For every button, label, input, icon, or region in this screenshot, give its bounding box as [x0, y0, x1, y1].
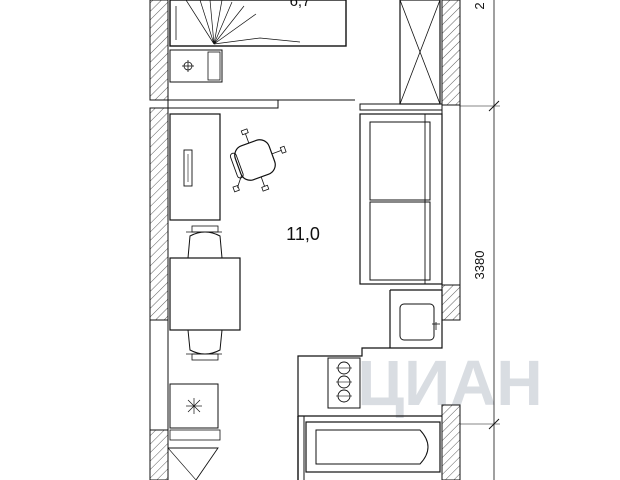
dining-set [169, 225, 241, 361]
left-wall [149, 0, 169, 480]
desk [169, 113, 221, 221]
wardrobe [399, 0, 441, 105]
kitchen-counter [297, 289, 443, 417]
office-chair [229, 128, 287, 193]
right-wall [441, 0, 461, 480]
bed: 6,7 [169, 0, 347, 47]
room-area-label: 11,0 [286, 224, 320, 244]
partial-area-label: 6,7 [290, 0, 311, 10]
entry-cabinet [169, 383, 221, 441]
sofa [359, 113, 443, 285]
entry-door [167, 447, 219, 480]
dimension-line: 3380 2 [460, 0, 500, 480]
bathroom [297, 416, 441, 480]
dimension-vertical-label: 3380 [472, 251, 487, 280]
dimension-top-label: 2 [472, 2, 487, 9]
nightstand [169, 49, 223, 83]
partition [167, 99, 443, 111]
